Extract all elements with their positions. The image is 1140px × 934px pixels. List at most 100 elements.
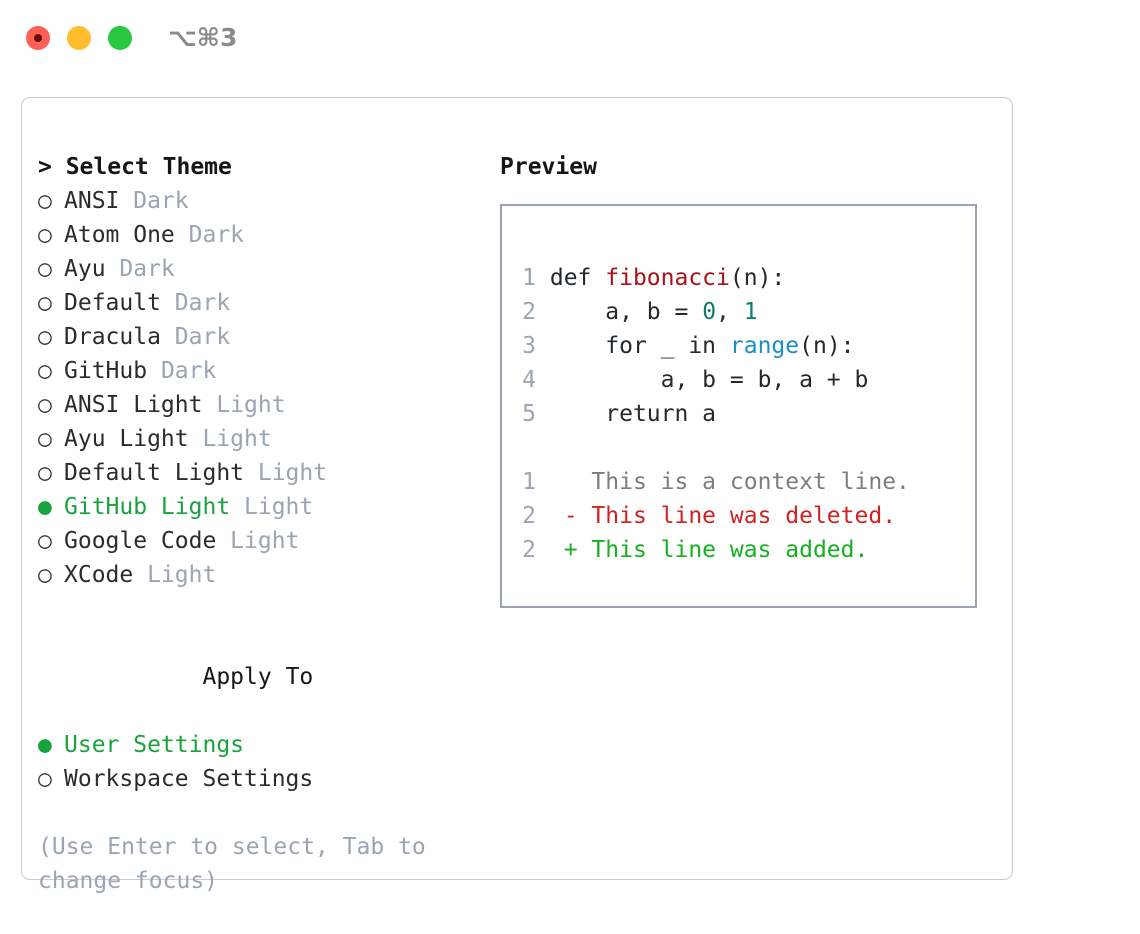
radio-unselected-icon[interactable]: ○	[38, 256, 52, 282]
code-line: 3 for _ in range(n):	[519, 329, 910, 363]
code-line: 5 return a	[519, 397, 910, 431]
code-token: return a	[549, 401, 717, 427]
theme-option-row[interactable]: ○ GitHub Dark	[38, 354, 478, 388]
diff-line: 2 - This line was deleted.	[519, 499, 910, 533]
code-token: (n):	[729, 265, 786, 291]
window-controls	[26, 26, 132, 50]
code-token: range	[729, 333, 800, 359]
theme-category-label: Light	[230, 494, 314, 520]
theme-name-label: GitHub Light	[64, 494, 231, 520]
apply-to-option-row[interactable]: ● User Settings	[38, 728, 478, 762]
radio-unselected-icon[interactable]: ○	[38, 358, 52, 384]
code-blank-line	[519, 431, 910, 465]
keyboard-hint-text: (Use Enter to select, Tab to change focu…	[38, 834, 440, 894]
theme-option-list[interactable]: ○ANSI Dark○Atom One Dark○Ayu Dark○Defaul…	[38, 184, 478, 592]
dialog-columns: > Select Theme ○ANSI Dark○Atom One Dark○…	[22, 98, 1012, 894]
theme-name-label: Atom One	[64, 222, 175, 248]
code-token: 0	[702, 299, 717, 325]
theme-category-label: Dark	[105, 256, 175, 282]
theme-category-label: Light	[216, 528, 300, 554]
theme-name-label: Default	[64, 290, 161, 316]
diff-text: + This line was added.	[549, 537, 869, 563]
theme-category-label: Light	[244, 460, 328, 486]
zoom-button-icon[interactable]	[108, 26, 132, 50]
select-theme-header: > Select Theme	[38, 154, 232, 180]
code-token: 1	[743, 299, 758, 325]
code-token: a, b =	[549, 299, 703, 325]
line-number: 4	[522, 367, 536, 393]
minimize-button-icon[interactable]	[67, 26, 91, 50]
line-number: 1	[522, 469, 536, 495]
apply-to-header: Apply To	[38, 626, 478, 728]
code-token: (n):	[799, 333, 855, 359]
radio-unselected-icon[interactable]: ○	[38, 460, 52, 486]
theme-category-label: Light	[202, 392, 286, 418]
theme-option-row[interactable]: ○ Atom One Dark	[38, 218, 478, 252]
radio-unselected-icon[interactable]: ○	[38, 562, 52, 588]
theme-name-label: ANSI Light	[64, 392, 203, 418]
apply-to-option-list[interactable]: ● User Settings ○ Workspace Settings	[38, 728, 478, 796]
line-number: 3	[522, 333, 536, 359]
code-line: 4 a, b = b, a + b	[519, 363, 910, 397]
diff-text: This is a context line.	[549, 469, 910, 495]
code-token: ,	[716, 299, 744, 325]
radio-unselected-icon[interactable]: ○	[38, 222, 52, 248]
keyboard-shortcut-label: ⌥⌘3	[168, 23, 238, 52]
theme-option-row[interactable]: ○ Google Code Light	[38, 524, 478, 558]
radio-unselected-icon[interactable]: ○	[38, 528, 52, 554]
line-number: 2	[522, 503, 536, 529]
theme-name-label: Dracula	[64, 324, 161, 350]
theme-option-row[interactable]: ○ XCode Light	[38, 558, 478, 592]
preview-title: Preview	[500, 154, 597, 180]
theme-category-label: Dark	[174, 222, 245, 248]
list-spacer	[38, 592, 478, 626]
theme-name-label: XCode	[64, 562, 134, 588]
theme-category-label: Dark	[160, 324, 231, 350]
radio-unselected-icon[interactable]: ○	[38, 392, 52, 418]
theme-name-label: Ayu Light	[64, 426, 189, 452]
diff-line: 2 + This line was added.	[519, 533, 910, 567]
diff-text: - This line was deleted.	[549, 503, 897, 529]
theme-name-label: Google Code	[64, 528, 217, 554]
theme-category-label: Light	[188, 426, 272, 452]
diff-line: 1 This is a context line.	[519, 465, 910, 499]
theme-option-row[interactable]: ○ Ayu Light Light	[38, 422, 478, 456]
theme-list-panel: > Select Theme ○ANSI Dark○Atom One Dark○…	[38, 150, 478, 898]
radio-unselected-icon[interactable]: ○	[38, 426, 52, 452]
close-button-icon[interactable]	[26, 26, 50, 50]
title-bar: ⌥⌘3	[0, 0, 1140, 78]
theme-option-row[interactable]: ○ANSI Dark	[38, 184, 478, 218]
code-line: 2 a, b = 0, 1	[519, 295, 910, 329]
apply-to-label: User Settings	[64, 732, 245, 758]
apply-to-label: Workspace Settings	[64, 766, 314, 792]
radio-unselected-icon[interactable]: ○	[38, 188, 52, 214]
theme-name-label: GitHub	[64, 358, 148, 384]
radio-selected-icon[interactable]: ●	[38, 494, 52, 520]
line-number: 2	[522, 537, 536, 563]
theme-name-label: ANSI	[64, 188, 120, 214]
code-token: def	[549, 265, 606, 291]
radio-selected-icon[interactable]: ●	[38, 732, 52, 758]
radio-unselected-icon[interactable]: ○	[38, 766, 52, 792]
theme-picker-dialog: > Select Theme ○ANSI Dark○Atom One Dark○…	[21, 97, 1013, 894]
theme-category-label: Light	[133, 562, 217, 588]
code-token: fibonacci	[605, 265, 730, 291]
theme-option-row[interactable]: ● GitHub Light Light	[38, 490, 478, 524]
theme-category-label: Dark	[147, 358, 217, 384]
theme-option-row[interactable]: ○Ayu Dark	[38, 252, 478, 286]
code-token: for _ in	[549, 333, 730, 359]
theme-option-row[interactable]: ○ Dracula Dark	[38, 320, 478, 354]
code-line: 1 def fibonacci(n):	[519, 261, 910, 295]
radio-unselected-icon[interactable]: ○	[38, 324, 52, 350]
preview-panel: Preview 1 def fibonacci(n):2 a, b = 0, 1…	[500, 150, 1000, 608]
apply-to-option-row[interactable]: ○ Workspace Settings	[38, 762, 478, 796]
theme-option-row[interactable]: ○Default Dark	[38, 286, 478, 320]
line-number: 1	[522, 265, 536, 291]
radio-unselected-icon[interactable]: ○	[38, 290, 52, 316]
theme-option-row[interactable]: ○Default Light Light	[38, 456, 478, 490]
theme-option-row[interactable]: ○ ANSI Light Light	[38, 388, 478, 422]
code-token: a, b = b, a + b	[549, 367, 869, 393]
